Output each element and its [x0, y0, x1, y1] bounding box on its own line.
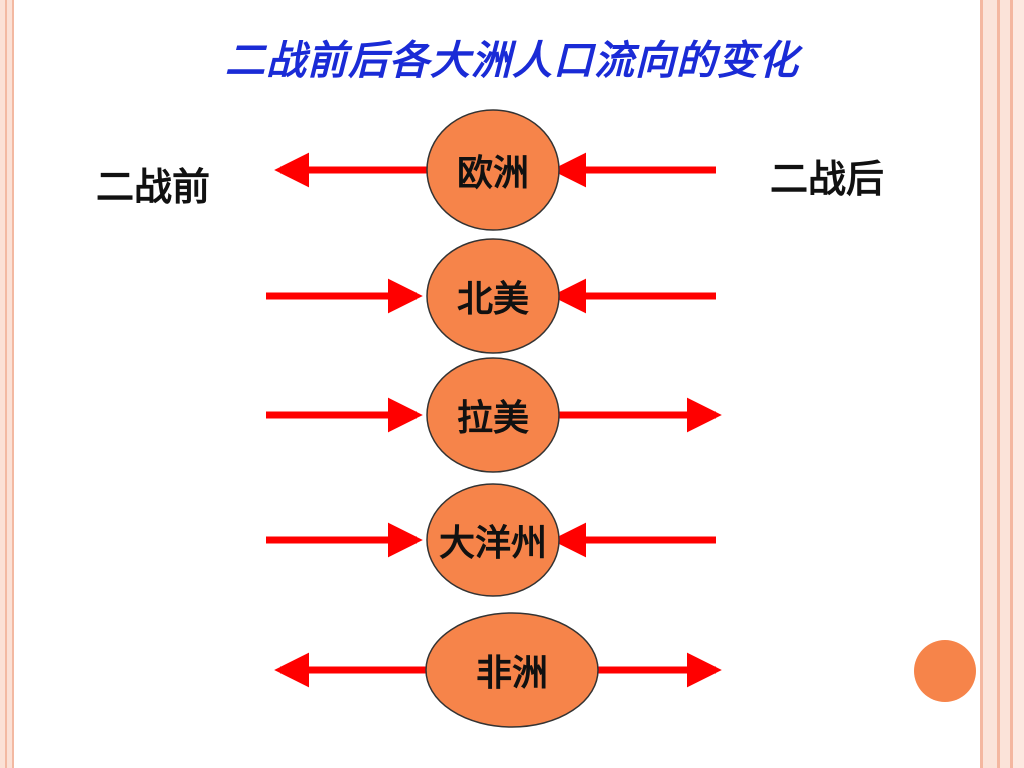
region-label: 大洋州: [438, 523, 548, 564]
region-label: 欧洲: [456, 153, 530, 194]
region-label: 北美: [456, 279, 530, 320]
slide-title: 二战前后各大洲人口流向的变化: [225, 38, 799, 84]
region-label: 拉美: [456, 398, 530, 439]
region-node: [426, 357, 560, 473]
region-label: 非洲: [475, 653, 549, 694]
decorative-dot: [914, 640, 976, 702]
region-node: [426, 483, 560, 597]
region-node: [425, 612, 599, 728]
left-border-decoration: [0, 0, 14, 768]
label-after-ww2: 二战后: [770, 157, 885, 201]
right-border-decoration: [980, 0, 1024, 768]
label-before-ww2: 二战前: [96, 165, 211, 209]
region-node: [426, 238, 560, 354]
region-node: [426, 109, 560, 231]
